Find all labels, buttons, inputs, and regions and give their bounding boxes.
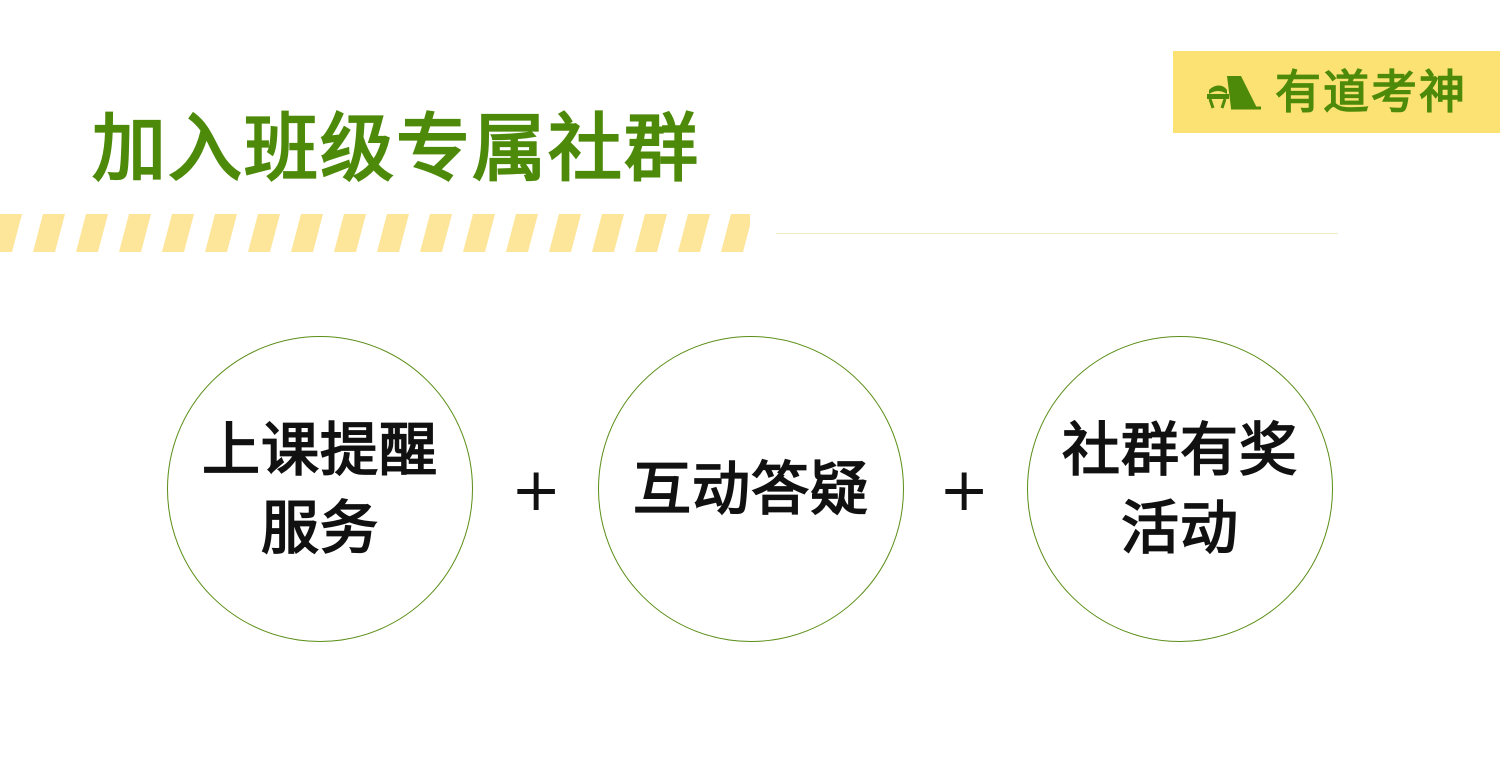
stripe-segment [420, 214, 452, 252]
stripe-segment [119, 214, 151, 252]
stripe-segment [721, 214, 750, 252]
stripe-segment [76, 214, 108, 252]
stripe-segment [592, 214, 624, 252]
feature-text-line: 活动 [1120, 494, 1239, 562]
stripe-segment [334, 214, 366, 252]
logo-badge: 有道考神 [1173, 51, 1500, 133]
feature-text-line: 社群有奖 [1061, 416, 1298, 484]
stripe-segment [377, 214, 409, 252]
stripe-segment [506, 214, 538, 252]
stripe-segment [0, 214, 22, 252]
stripe-segment [162, 214, 194, 252]
stripe-segment [678, 214, 710, 252]
stripe-segment [291, 214, 323, 252]
stripe-segment [33, 214, 65, 252]
stripe-segment [635, 214, 667, 252]
feature-circle-class-reminder: 上课提醒 服务 [167, 336, 473, 642]
feature-circle-qa: 互动答疑 [598, 336, 904, 642]
plus-sign: + [511, 455, 562, 525]
feature-circle-rewards: 社群有奖 活动 [1027, 336, 1333, 642]
stripe-segment [248, 214, 280, 252]
brand-name: 有道考神 [1275, 65, 1467, 119]
feature-text-line: 上课提醒 [201, 416, 438, 484]
plus-sign: + [939, 455, 990, 525]
stripe-segment [463, 214, 495, 252]
feature-text-line: 服务 [260, 494, 379, 562]
divider-line [776, 233, 1338, 234]
stage-chair-logo-icon [1207, 76, 1261, 110]
stripe-band [0, 214, 750, 252]
feature-text-line: 互动答疑 [632, 455, 869, 523]
stripe-segment [205, 214, 237, 252]
stripe-segment [549, 214, 581, 252]
page-title: 加入班级专属社群 [92, 106, 700, 192]
